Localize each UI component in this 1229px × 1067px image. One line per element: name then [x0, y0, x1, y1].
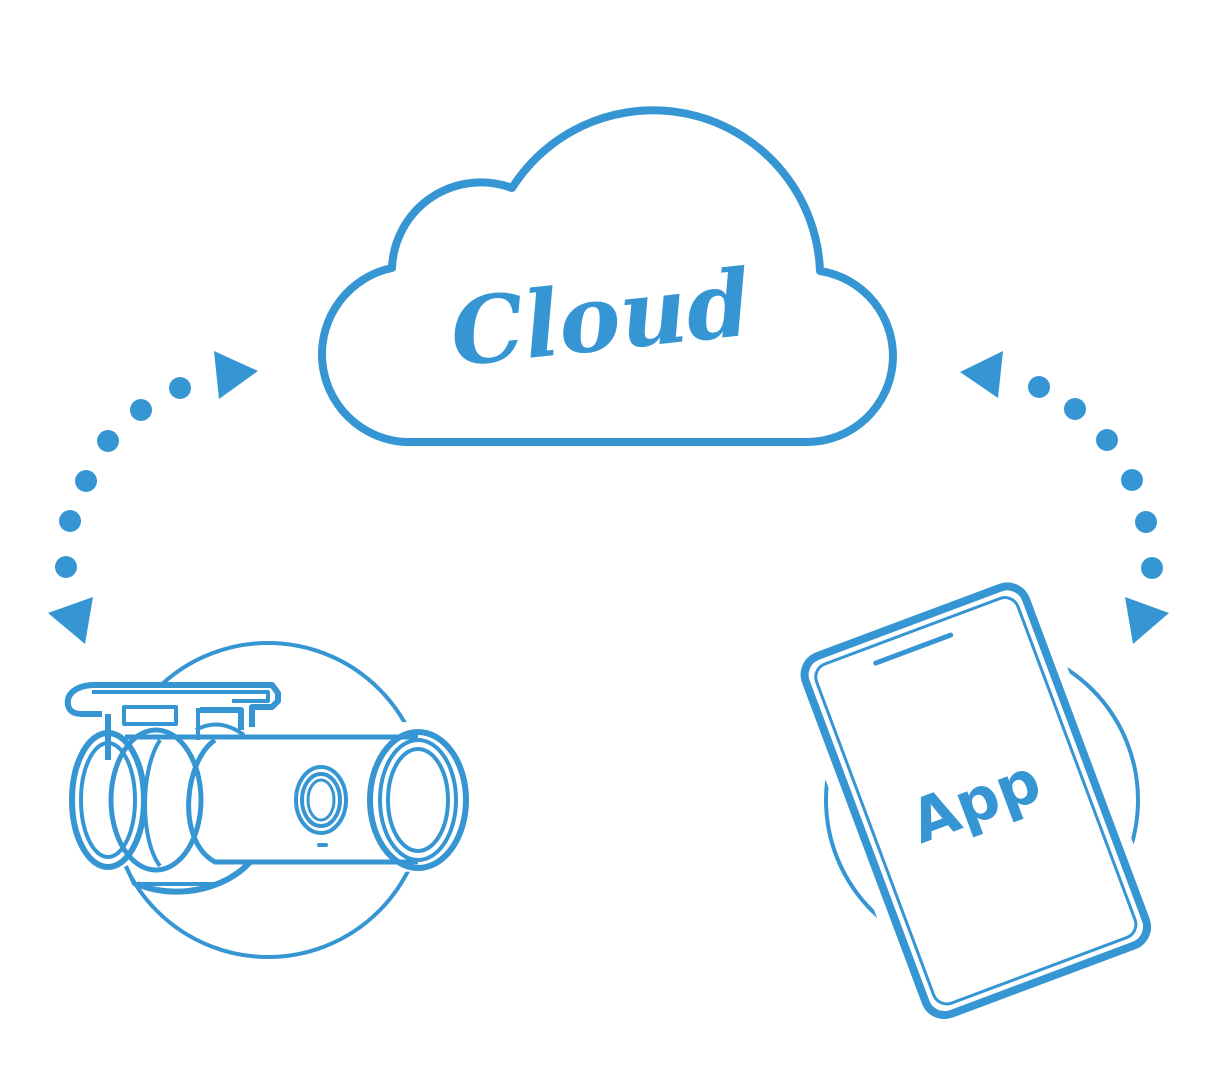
dotted-arrow-left: [48, 351, 258, 644]
arrowhead-up-left: [960, 351, 1003, 398]
cloud-icon: Cloud: [318, 106, 897, 446]
cloud-label: Cloud: [446, 249, 756, 388]
arrowhead-down-right: [1125, 597, 1169, 644]
smartphone-icon: App: [791, 582, 1159, 1020]
arrowhead-up-right: [214, 351, 258, 399]
dotted-arrow-right: [960, 351, 1169, 644]
dashcam-icon: [64, 641, 473, 959]
phone-body: [800, 582, 1152, 1020]
arrowhead-down-left: [48, 597, 93, 644]
phone-screen: [814, 596, 1138, 1006]
phone-speaker: [873, 632, 954, 666]
